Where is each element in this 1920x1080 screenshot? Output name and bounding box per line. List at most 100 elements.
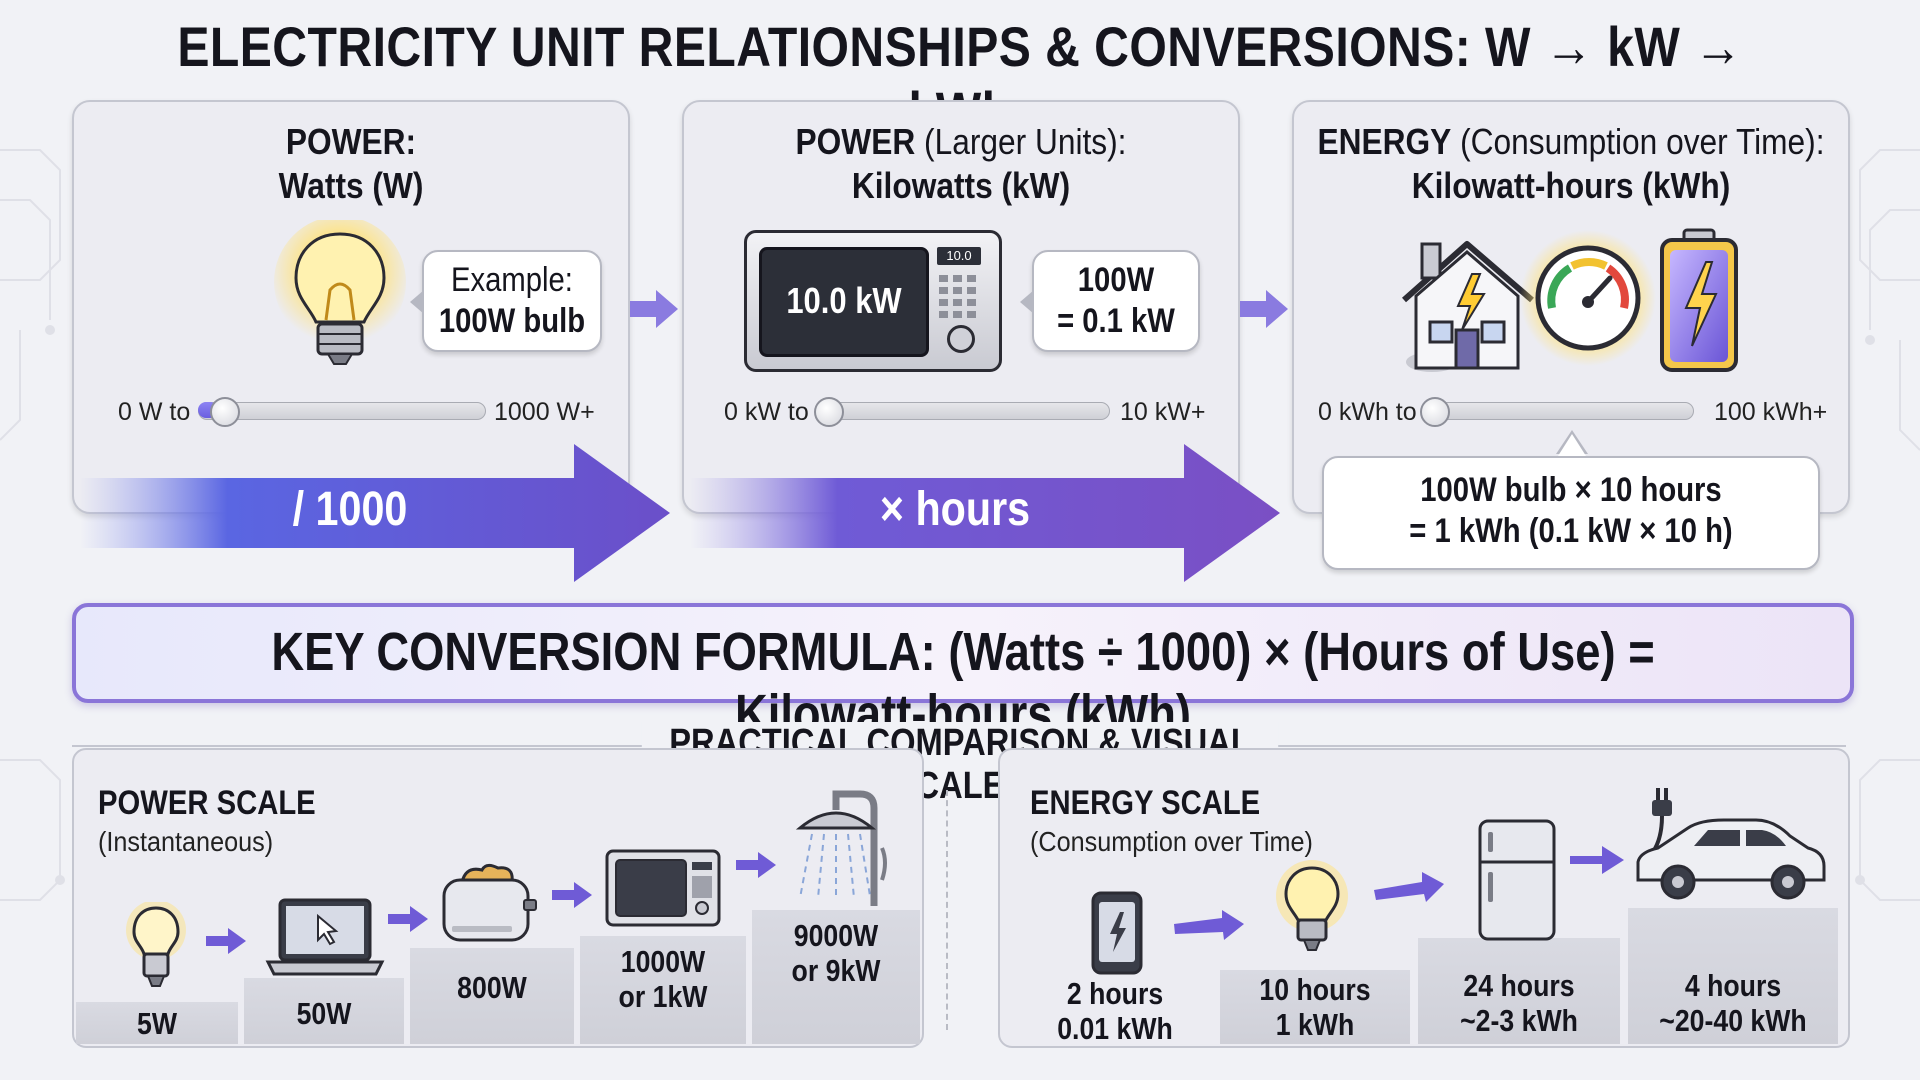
kilowatts-example-line2: = 0.1 kW <box>1057 302 1175 340</box>
right-arrow-icon <box>1240 290 1288 328</box>
phone-icon <box>1091 891 1143 975</box>
power-step-1 <box>76 1002 238 1044</box>
power-scale-label-9kw-line1: 9000W <box>793 918 879 953</box>
energy-example-line2: = 1 kWh (0.1 kW × 10 h) <box>1409 512 1733 550</box>
energy-scale-label-phone-line1: 2 hours <box>1066 976 1164 1011</box>
energy-step-3 <box>1418 938 1620 1044</box>
battery-icon <box>1660 228 1738 372</box>
toaster-icon <box>442 863 537 942</box>
energy-scale-label-fridge-line1: 24 hours <box>1463 968 1575 1003</box>
energy-scale-label-fridge: 24 hours ~2-3 kWh <box>1432 968 1606 1038</box>
power-slider-min-label: 0 W to <box>118 398 191 426</box>
energy-title-bold: ENERGY <box>1317 121 1452 162</box>
energy-panel-title: ENERGY (Consumption over Time): Kilowatt… <box>1310 120 1833 208</box>
energy-scale-label-bulb-line1: 10 hours <box>1259 972 1371 1007</box>
power-watts-panel: POWER: Watts (W) Example: 100W bulb 0 W … <box>72 100 630 514</box>
electric-car-icon <box>1636 788 1826 900</box>
microwave-display: 10.0 kW <box>786 280 902 321</box>
power-scale-label-50w: 50W <box>296 996 352 1031</box>
energy-step-2 <box>1220 970 1410 1044</box>
kilowatts-panel-title: POWER (Larger Units): Kilowatts (kW) <box>717 120 1205 208</box>
power-scale-title: POWER SCALE <box>98 784 316 822</box>
power-scale-label-9kw: 9000W or 9kW <box>764 918 908 988</box>
kilowatts-title-unit: Kilowatts (kW) <box>851 165 1071 206</box>
power-slider-max-label: 1000 W+ <box>494 398 595 426</box>
meter-gauge-icon <box>1520 230 1656 366</box>
power-scale-panel: POWER SCALE (Instantaneous) <box>72 748 924 1048</box>
divide-label: / 1000 <box>292 483 408 536</box>
power-example-line1: Example: <box>451 261 573 299</box>
shower-icon <box>795 790 887 906</box>
multiply-hours-arrow <box>690 444 1280 582</box>
step-arrow-icon <box>736 852 776 878</box>
led-bulb-icon <box>126 902 186 987</box>
scale-divider <box>946 790 948 1030</box>
power-step-3 <box>410 948 574 1044</box>
energy-title-regular: (Consumption over Time): <box>1460 121 1825 162</box>
keypad-display: 10.0 <box>937 247 981 265</box>
kilowatts-example-line1: 100W <box>1077 261 1155 299</box>
power-title-label: POWER: <box>285 121 417 162</box>
power-scale-label-1kw-line2: or 1kW <box>618 979 708 1014</box>
energy-scale-label-car-line1: 4 hours <box>1684 968 1782 1003</box>
energy-scale-title: ENERGY SCALE <box>1030 784 1261 822</box>
power-kilowatts-panel: POWER (Larger Units): Kilowatts (kW) 10.… <box>682 100 1240 514</box>
kilowatts-slider-knob[interactable] <box>814 397 844 427</box>
kilowatts-slider-min-label: 0 kW to <box>724 398 809 426</box>
callout-pointer-fill <box>1558 434 1586 456</box>
power-slider-track[interactable] <box>198 402 486 420</box>
power-scale-label-5w: 5W <box>137 1006 177 1041</box>
power-scale-label-1kw-line1: 1000W <box>620 944 706 979</box>
kilowatts-example-bubble: 100W = 0.1 kW <box>1032 250 1200 352</box>
kilowatts-title-regular: (Larger Units): <box>924 121 1127 162</box>
light-bulb-icon <box>1276 860 1348 951</box>
kilowatts-title-bold: POWER <box>795 121 916 162</box>
power-scale-label-1kw: 1000W or 1kW <box>592 944 735 1014</box>
energy-step-4 <box>1628 908 1838 1044</box>
kilowatts-slider-track[interactable] <box>818 402 1110 420</box>
bubble-pointer <box>1020 290 1034 314</box>
microwave-icon: 10.0 kW 10.0 <box>744 230 1002 372</box>
step-arrow-icon <box>1374 872 1444 902</box>
power-example-bubble: Example: 100W bulb <box>422 250 602 352</box>
refrigerator-icon <box>1478 819 1556 941</box>
key-formula-bar: KEY CONVERSION FORMULA: (Watts ÷ 1000) ×… <box>72 603 1854 744</box>
step-arrow-icon <box>388 906 428 932</box>
step-arrow-icon <box>552 882 592 908</box>
energy-example-callout: 100W bulb × 10 hours = 1 kWh (0.1 kW × 1… <box>1322 456 1820 570</box>
energy-slider-track[interactable] <box>1422 402 1694 420</box>
power-step-4 <box>580 936 746 1044</box>
power-example-line2: 100W bulb <box>438 302 586 340</box>
energy-example-line1: 100W bulb × 10 hours <box>1420 471 1722 509</box>
energy-slider-knob[interactable] <box>1420 397 1450 427</box>
power-scale-subtitle: (Instantaneous) <box>98 826 274 857</box>
power-step-5 <box>752 910 920 1044</box>
energy-scale-subtitle: (Consumption over Time) <box>1030 826 1313 857</box>
step-arrow-icon <box>1174 910 1244 940</box>
energy-scale-label-fridge-line2: ~2-3 kWh <box>1460 1003 1578 1038</box>
kilowatts-slider-max-label: 10 kW+ <box>1120 398 1206 426</box>
bubble-pointer <box>410 290 424 314</box>
energy-scale-label-phone-line2: 0.01 kWh <box>1057 1011 1173 1046</box>
energy-scale-label-car: 4 hours ~20-40 kWh <box>1643 968 1824 1038</box>
laptop-icon <box>265 898 385 976</box>
power-scale-label-800w: 800W <box>457 970 527 1005</box>
energy-slider-min-label: 0 kWh to <box>1318 398 1417 426</box>
step-arrow-icon <box>1570 846 1624 874</box>
energy-scale-panel: ENERGY SCALE (Consumption over Time) 2 h… <box>998 748 1850 1048</box>
house-icon <box>1402 241 1534 372</box>
energy-scale-label-car-line2: ~20-40 kWh <box>1659 1003 1807 1038</box>
power-scale-label-9kw-line2: or 9kW <box>791 953 881 988</box>
light-bulb-icon <box>274 220 406 365</box>
power-panel-title: POWER: Watts (W) <box>107 120 595 208</box>
multiply-hours-label: × hours <box>879 483 1031 536</box>
power-title-unit: Watts (W) <box>278 165 424 206</box>
energy-slider-max-label: 100 kWh+ <box>1714 398 1828 426</box>
microwave-small-icon <box>605 849 721 927</box>
right-arrow-icon <box>630 290 678 328</box>
energy-scale-label-bulb: 10 hours 1 kWh <box>1233 972 1396 1042</box>
step-arrow-icon <box>206 928 246 954</box>
power-slider-knob[interactable] <box>210 397 240 427</box>
power-step-2 <box>244 978 404 1044</box>
